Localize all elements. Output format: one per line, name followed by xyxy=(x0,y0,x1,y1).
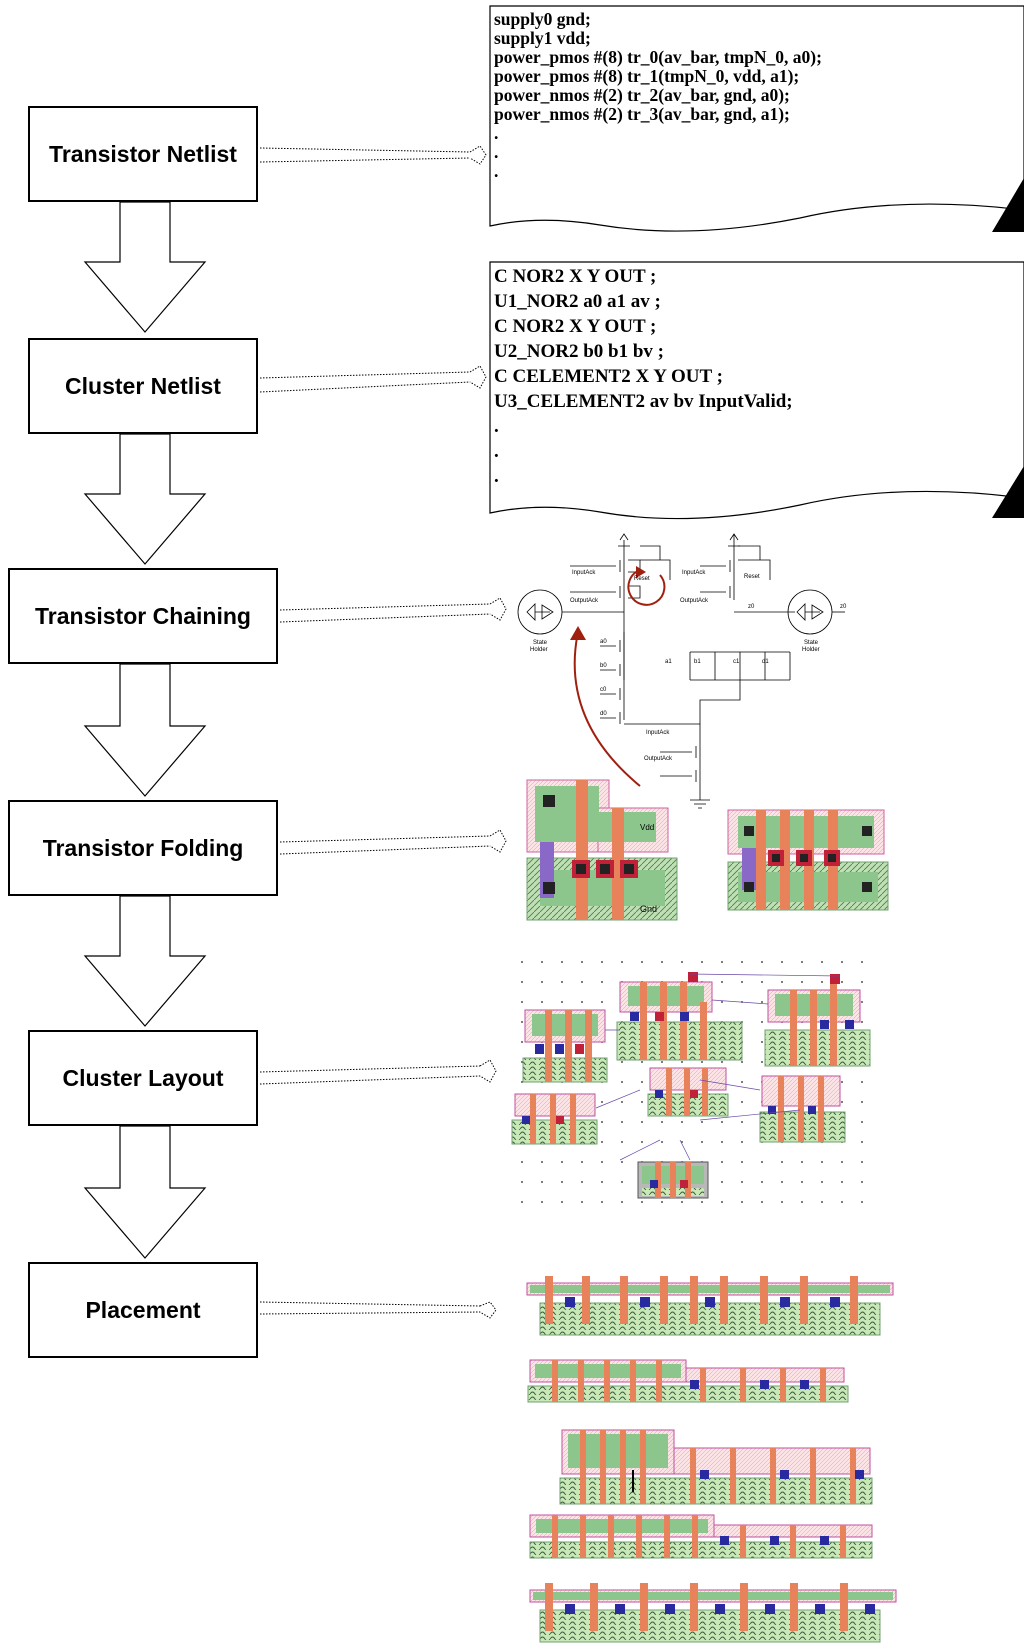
cluster-netlist-line: U3_CELEMENT2 av bv InputValid; xyxy=(494,391,793,412)
state-label: State xyxy=(533,640,548,646)
step-transistor-netlist: Transistor Netlist xyxy=(28,106,258,202)
cluster-cell xyxy=(522,1009,608,1083)
b1-label: b1 xyxy=(694,659,701,665)
netlist-line: power_nmos #(2) tr_2(av_bar, gnd, a0); xyxy=(494,85,790,105)
step-transistor-folding: Transistor Folding xyxy=(8,800,278,896)
cluster-netlist-document xyxy=(489,261,1024,520)
input-ack-label: InputAck xyxy=(682,570,706,576)
cluster-cell xyxy=(759,1075,846,1143)
chaining-arrow xyxy=(573,631,641,787)
cluster-netlist-line: . xyxy=(494,466,499,487)
cluster-netlist-line: . xyxy=(494,416,499,437)
c0-label: c0 xyxy=(600,687,607,693)
placement-rows xyxy=(526,1276,897,1643)
placement-row xyxy=(529,1583,897,1643)
cluster-netlist-line: C CELEMENT2 X Y OUT ; xyxy=(494,366,723,387)
cluster-netlist-line: U2_NOR2 b0 b1 bv ; xyxy=(494,341,664,362)
cluster-netlist-line: . xyxy=(494,441,499,462)
input-ack-label: InputAck xyxy=(572,570,596,576)
d0-label: d0 xyxy=(600,711,607,717)
gnd-label: Gnd xyxy=(640,904,657,914)
reset-label: Reset xyxy=(744,574,760,580)
state-label: State xyxy=(804,640,819,646)
netlist-line: power_pmos #(8) tr_0(av_bar, tmpN_0, a0)… xyxy=(494,47,822,67)
transistor-netlist-document xyxy=(489,5,1024,232)
netlist-line: . xyxy=(494,161,499,181)
output-ack-label: OutputAck xyxy=(680,598,709,604)
cluster-netlist-line: C NOR2 X Y OUT ; xyxy=(494,316,657,337)
dotted-arrow xyxy=(259,145,507,1319)
flow-arrow-down xyxy=(83,201,207,1259)
holder-label: Holder xyxy=(530,647,548,653)
cluster-cell xyxy=(637,1161,709,1199)
placement-row xyxy=(527,1359,849,1403)
step-placement: Placement xyxy=(28,1262,258,1358)
output-ack-label: OutputAck xyxy=(644,756,673,762)
b0-label: b0 xyxy=(600,663,607,669)
doc-corner-fold xyxy=(992,466,1024,518)
netlist-line: supply0 gnd; xyxy=(494,9,591,29)
a1-label: a1 xyxy=(665,659,672,665)
step-cluster-layout: Cluster Layout xyxy=(28,1030,258,1126)
placement-row xyxy=(526,1276,894,1336)
folding-layout-1: Vdd Gnd xyxy=(526,779,678,921)
doc-corner-fold xyxy=(992,178,1024,232)
a0-label: a0 xyxy=(600,639,607,645)
netlist-line: . xyxy=(494,142,499,162)
chaining-loop-arrow xyxy=(627,569,666,606)
d1-label: d1 xyxy=(762,659,769,665)
holder-label: Holder xyxy=(802,647,820,653)
cluster-netlist-line: C NOR2 X Y OUT ; xyxy=(494,266,657,287)
placement-row xyxy=(529,1514,873,1559)
step-cluster-netlist: Cluster Netlist xyxy=(28,338,258,434)
cluster-netlist-line: U1_NOR2 a0 a1 av ; xyxy=(494,291,661,312)
c1-label: c1 xyxy=(733,659,740,665)
cluster-cell xyxy=(647,1067,729,1117)
cluster-cell xyxy=(616,972,743,1061)
output-ack-label: OutputAck xyxy=(570,598,599,604)
netlist-line: power_nmos #(2) tr_3(av_bar, gnd, a1); xyxy=(494,104,790,124)
cluster-netlist-text: C NOR2 X Y OUT ; U1_NOR2 a0 a1 av ; C NOR2… xyxy=(490,262,1024,489)
step-transistor-chaining: Transistor Chaining xyxy=(8,568,278,664)
transistor-chaining-schematic xyxy=(517,533,845,809)
vdd-label: Vdd xyxy=(640,823,654,832)
cluster-cell xyxy=(511,1093,598,1145)
netlist-line: . xyxy=(494,123,499,143)
reset-label: Reset xyxy=(634,576,650,582)
netlist-line: supply1 vdd; xyxy=(494,28,591,48)
input-ack-label: InputAck xyxy=(646,730,670,736)
folding-layout-2 xyxy=(727,809,889,911)
placement-row xyxy=(559,1429,873,1505)
cluster-cell xyxy=(764,974,871,1067)
z0-label: z0 xyxy=(748,604,755,610)
transistor-netlist-text: supply0 gnd;supply1 vdd;power_pmos #(8) … xyxy=(490,4,1024,181)
netlist-line: power_pmos #(8) tr_1(tmpN_0, vdd, a1); xyxy=(494,66,800,86)
z0-label: z0 xyxy=(840,604,847,610)
cluster-layout-cells xyxy=(511,972,871,1199)
